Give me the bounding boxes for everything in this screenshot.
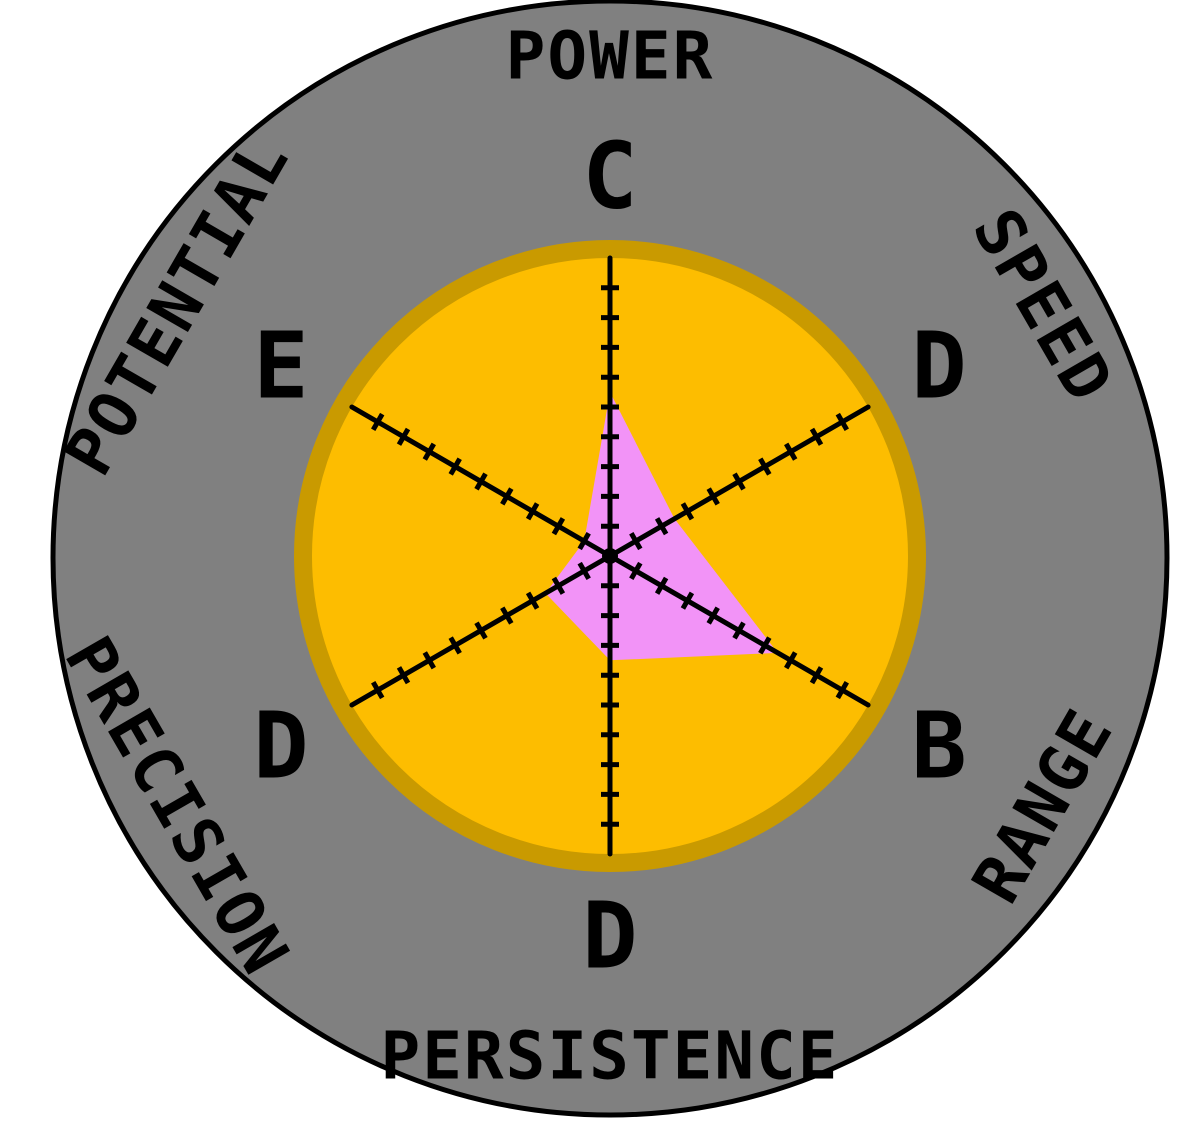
axis-tick-speed-4	[706, 487, 720, 506]
axis-tick-potential-2	[551, 517, 566, 536]
axis-tick-precision-4	[500, 606, 514, 625]
axis-tick-range-4	[706, 606, 720, 625]
axis-tick-potential-1	[577, 532, 591, 551]
axis-tick-speed-6	[758, 457, 772, 476]
axis-tick-precision-6	[448, 636, 462, 655]
axis-tick-range-9	[835, 681, 849, 700]
grade-label-precision: D	[253, 693, 308, 800]
axis-tick-potential-4	[500, 487, 514, 506]
axis-tick-range-6	[758, 636, 772, 655]
axis-name-power: POWER	[506, 18, 715, 95]
axis-tick-speed-9	[835, 412, 849, 431]
axis-tick-speed-7	[784, 442, 798, 461]
grade-label-range: B	[911, 693, 966, 800]
axis-tick-speed-2	[654, 517, 669, 536]
axis-tick-speed-3	[680, 502, 695, 521]
center-hub	[602, 548, 618, 564]
axis-name-persistence: PERSISTENCE	[380, 1018, 839, 1095]
axis-tick-range-5	[732, 621, 746, 640]
grade-label-power: C	[582, 123, 637, 230]
axis-tick-potential-9	[371, 412, 385, 431]
axis-tick-precision-8	[396, 666, 411, 685]
axis-tick-potential-3	[525, 502, 540, 521]
axis-tick-precision-7	[422, 651, 436, 670]
axis-tick-speed-8	[809, 427, 824, 446]
axis-tick-speed-5	[732, 472, 746, 491]
axis-tick-precision-5	[474, 621, 488, 640]
axis-tick-range-2	[654, 576, 669, 595]
axis-tick-range-8	[809, 666, 824, 685]
grade-label-persistence: D	[582, 883, 637, 990]
axis-tick-precision-2	[551, 576, 566, 595]
axis-tick-precision-9	[371, 681, 385, 700]
grade-label-potential: E	[253, 313, 308, 420]
axis-tick-potential-5	[474, 472, 488, 491]
axis-tick-range-3	[680, 591, 695, 610]
axis-tick-precision-3	[525, 591, 540, 610]
axis-tick-speed-1	[629, 532, 643, 551]
axes-layer	[349, 255, 871, 857]
axis-tick-range-1	[629, 561, 643, 580]
axis-tick-precision-1	[577, 561, 591, 580]
grade-label-speed: D	[911, 313, 966, 420]
axis-tick-potential-7	[422, 442, 436, 461]
axis-tick-range-7	[784, 651, 798, 670]
axis-tick-potential-6	[448, 457, 462, 476]
axis-tick-potential-8	[396, 427, 411, 446]
